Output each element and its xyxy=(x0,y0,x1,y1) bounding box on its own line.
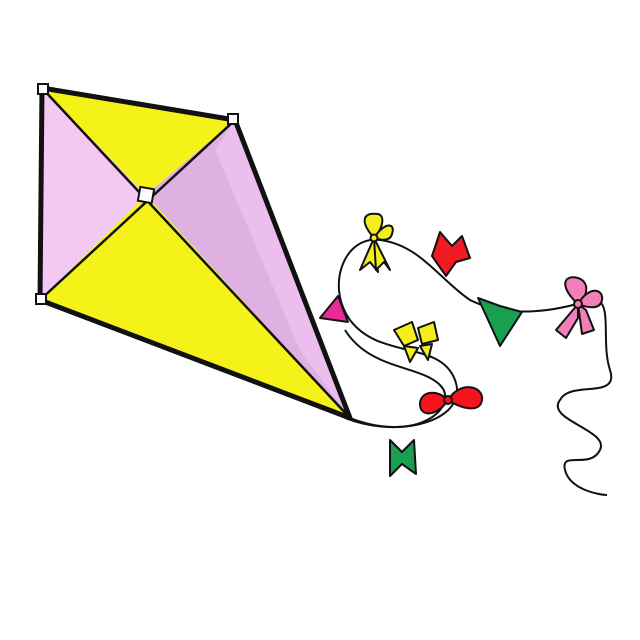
kite-panel-bottom xyxy=(40,195,350,418)
kite-tail xyxy=(337,238,613,496)
tail-string-inner xyxy=(344,329,447,429)
kite-corner-cap xyxy=(227,113,239,125)
pennants xyxy=(319,231,523,477)
kite xyxy=(35,83,353,421)
kite-spar-horizontal xyxy=(39,119,236,301)
kite-center-joint xyxy=(136,185,156,205)
red-pennant xyxy=(431,231,471,277)
tail-string xyxy=(337,238,613,496)
kite-panel-top xyxy=(42,88,235,195)
pink-bow xyxy=(555,276,604,339)
kite-corner-cap xyxy=(37,83,49,95)
kite-corner-cap xyxy=(35,293,47,305)
kite-spar-vertical xyxy=(41,87,351,419)
red-bow xyxy=(419,386,484,415)
magenta-pennant xyxy=(319,295,349,323)
kite-panel-top-left xyxy=(40,88,146,300)
yellow-bow xyxy=(359,212,394,273)
green-pennant xyxy=(477,297,523,347)
yellow-bow-small xyxy=(393,321,439,363)
green-pennant xyxy=(389,439,417,477)
kite-panel-right-highlight xyxy=(215,120,350,418)
